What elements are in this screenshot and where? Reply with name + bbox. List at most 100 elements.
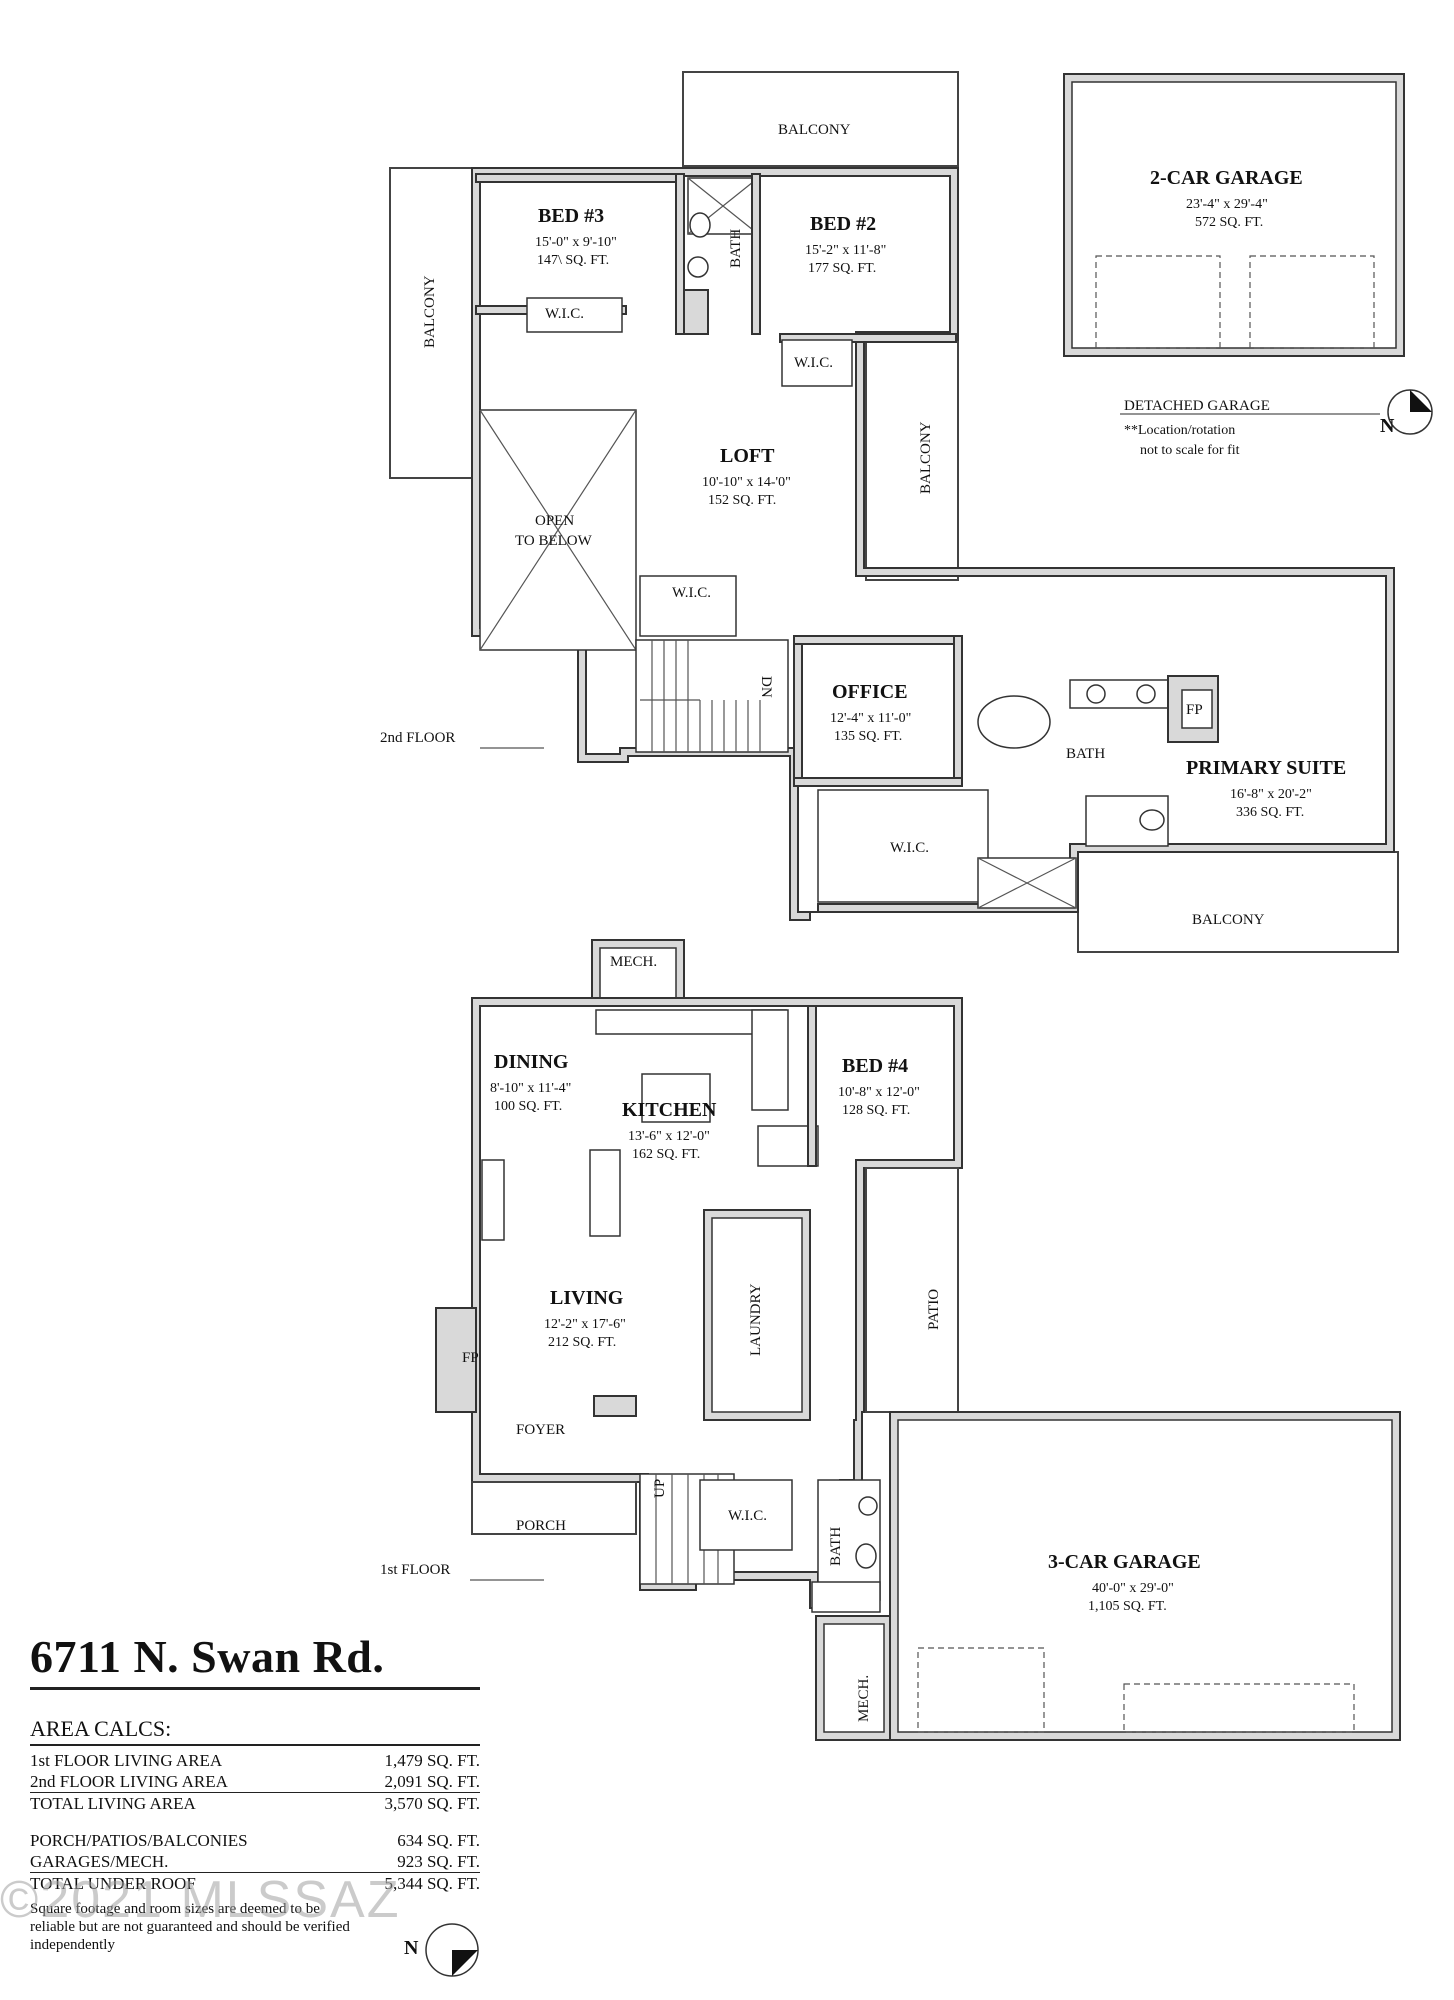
garage3-name: 3-CAR GARAGE [1048,1551,1201,1573]
primary-bath-label: BATH [1066,746,1105,762]
balcony-top [682,71,959,167]
bed2-area: 177 SQ. FT. [808,261,876,276]
lower-bathtub [811,1581,881,1613]
bed4-name: BED #4 [842,1055,908,1077]
garage2-area: 572 SQ. FT. [1195,215,1263,230]
second-floor-label: 2nd FLOOR [380,730,455,746]
open-to-below-label-2: TO BELOW [515,533,593,549]
foyer-label: FOYER [516,1422,565,1438]
primary-dims: 16'-8" x 20'-2" [1230,787,1312,802]
bed4-area: 128 SQ. FT. [842,1103,910,1118]
patio-label: PATIO [926,1289,942,1330]
garage3-area: 1,105 SQ. FT. [1088,1599,1167,1614]
lower-mech-label: MECH. [856,1675,872,1722]
kitchen-dims: 13'-6" x 12'-0" [628,1129,710,1144]
bed2-wic-label: W.I.C. [794,355,833,371]
upper-bath-label: BATH [728,229,744,268]
mls-watermark: ©2021 MLSSAZ [0,1871,401,1929]
bed3-name: BED #3 [538,205,604,227]
mech-upper-label: MECH. [610,954,657,970]
bed3-closet [526,297,623,333]
dining-area: 100 SQ. FT. [494,1099,562,1114]
toilet-icon [855,1543,877,1569]
garage2-door-left [1095,255,1221,349]
bed2-dims: 15'-2" x 11'-8" [805,243,886,258]
bed3-area: 147\ SQ. FT. [537,253,609,268]
sink-icon [858,1496,878,1516]
primary-name: PRIMARY SUITE [1186,757,1346,779]
toilet-icon [689,212,711,238]
office-name: OFFICE [832,681,908,703]
toilet-icon [1139,809,1165,831]
loft-wic [639,575,737,637]
north-label-lower: N [404,1937,419,1959]
dining-name: DINING [494,1051,569,1073]
balcony-top-label: BALCONY [778,122,851,138]
laundry-label: LAUNDRY [748,1283,764,1356]
bed2-closet [781,339,853,387]
living-name: LIVING [550,1287,624,1309]
balcony-suite-label: BALCONY [1192,912,1265,928]
balcony-right-label: BALCONY [918,421,934,494]
living-area: 212 SQ. FT. [548,1335,616,1350]
bed3-wic-label: W.I.C. [545,306,584,322]
dining-dims: 8'-10" x 11'-4" [490,1081,571,1096]
fireplace-label-lower: FP [462,1350,479,1366]
garage3-door-right [1123,1683,1355,1733]
garage2-dims: 23'-4" x 29'-4" [1186,197,1268,212]
area-row: GARAGES/MECH.923 SQ. FT. [30,1852,480,1871]
sink-icon [687,256,709,278]
kitchen-area: 162 SQ. FT. [632,1147,700,1162]
area-calcs-title: AREA CALCS: [30,1716,480,1746]
loft-dims: 10'-10" x 14-'0" [702,475,791,490]
lower-bath-label: BATH [828,1527,844,1566]
dn-label: DN [758,676,774,698]
disclaimer-text: Square footage and room sizes are deemed… [30,1901,350,1953]
open-to-below-label-1: OPEN [535,513,574,529]
detached-garage-label: DETACHED GARAGE [1124,398,1270,414]
address-title: 6711 N. Swan Rd. [30,1630,480,1690]
loft-wic-label: W.I.C. [672,585,711,601]
garage3-dims: 40'-0" x 29'-0" [1092,1581,1174,1596]
porch [471,1481,637,1535]
first-floor-label: 1st FLOOR [380,1562,450,1578]
loft-name: LOFT [720,445,775,467]
primary-wic [817,789,989,903]
upper-stair [635,639,789,753]
bathtub-icon [977,695,1051,749]
balcony-right [865,339,959,581]
fireplace-label-upper: FP [1186,702,1203,718]
primary-wic-label: W.I.C. [890,840,929,856]
office-area: 135 SQ. FT. [834,729,902,744]
kitchen-name: KITCHEN [622,1099,717,1121]
up-label: UP [652,1479,668,1498]
loft-area: 152 SQ. FT. [708,493,776,508]
lower-wic-label: W.I.C. [728,1508,767,1524]
detached-note-2: not to scale for fit [1140,443,1240,458]
patio [865,1167,959,1413]
lower-wic [699,1479,793,1551]
bed3-walls [475,173,685,183]
bed2-name: BED #2 [810,213,876,235]
area-calcs-panel: 6711 N. Swan Rd. AREA CALCS: 1st FLOOR L… [30,1630,480,1954]
sink-icon [1086,684,1106,704]
bed3-dims: 15'-0" x 9'-10" [535,235,617,250]
north-label-upper: N [1380,415,1395,437]
balcony-suite [1077,851,1399,953]
detached-note-1: **Location/rotation [1124,423,1235,438]
sink-icon [1136,684,1156,704]
garage2-name: 2-CAR GARAGE [1150,167,1303,189]
office-dims: 12'-4" x 11'-0" [830,711,911,726]
living-dims: 12'-2" x 17'-6" [544,1317,626,1332]
balcony-left-label: BALCONY [422,275,438,348]
bed4-dims: 10'-8" x 12'-0" [838,1085,920,1100]
kitchen-island [641,1073,711,1123]
porch-label: PORCH [516,1518,566,1534]
garage2-door-right [1249,255,1375,349]
